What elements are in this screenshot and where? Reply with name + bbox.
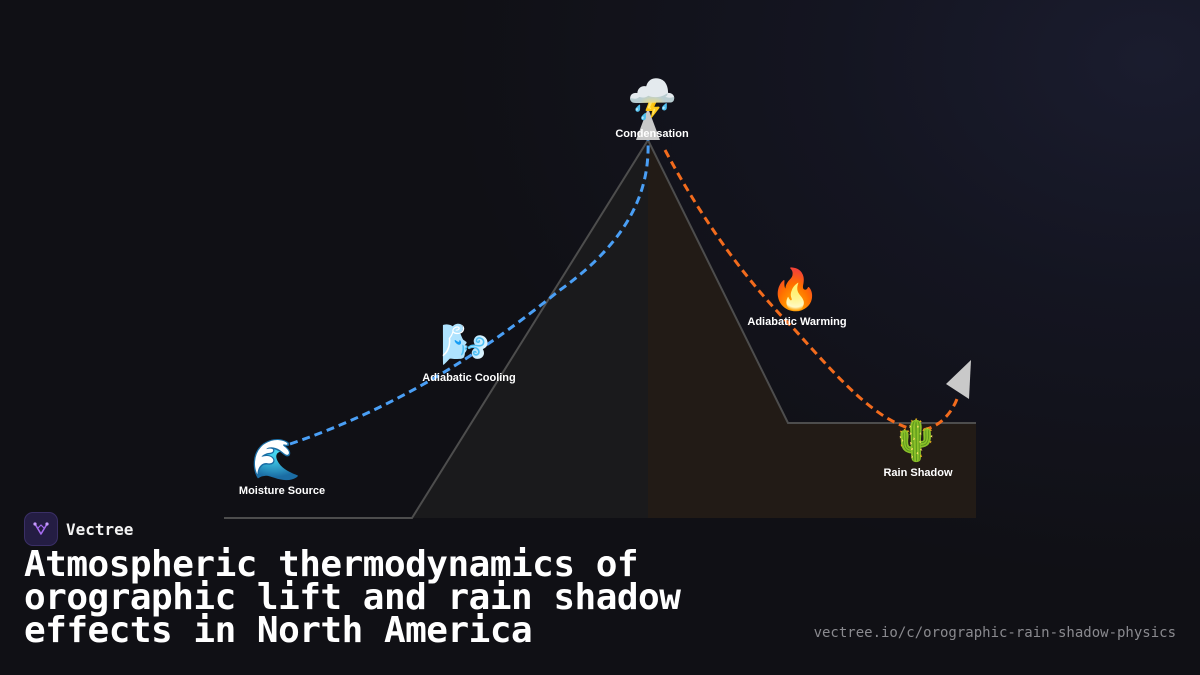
brand-name: Vectree bbox=[66, 519, 134, 539]
stage-label-rain-shadow: Rain Shadow bbox=[883, 467, 953, 479]
stage-label-adiabatic-cooling: Adiabatic Cooling bbox=[422, 372, 516, 384]
stage-label-adiabatic-warming: Adiabatic Warming bbox=[747, 316, 846, 328]
mountain-windward-slope bbox=[224, 140, 648, 518]
thunder-cloud-rain-icon: ⛈️ bbox=[627, 76, 677, 123]
windward-airflow-path bbox=[289, 139, 650, 446]
page-title: Atmospheric thermodynamics of orographic… bbox=[24, 544, 681, 651]
summit-arrowhead-icon bbox=[636, 108, 660, 140]
fire-icon: 🔥 bbox=[770, 266, 820, 313]
brand[interactable]: Vectree bbox=[24, 512, 133, 546]
flow-direction-arrowhead-icon bbox=[946, 360, 971, 399]
leeward-airflow-path bbox=[663, 149, 960, 432]
vectree-logo-icon bbox=[24, 512, 58, 546]
cactus-icon: 🌵 bbox=[891, 417, 941, 464]
stage-label-moisture-source: Moisture Source bbox=[239, 485, 325, 497]
stage-label-condensation: Condensation bbox=[615, 128, 689, 140]
source-url-link[interactable]: vectree.io/c/orographic-rain-shadow-phys… bbox=[813, 625, 1176, 641]
water-wave-icon: 🌊 bbox=[251, 436, 301, 483]
wind-face-icon: 🌬️ bbox=[440, 322, 490, 368]
